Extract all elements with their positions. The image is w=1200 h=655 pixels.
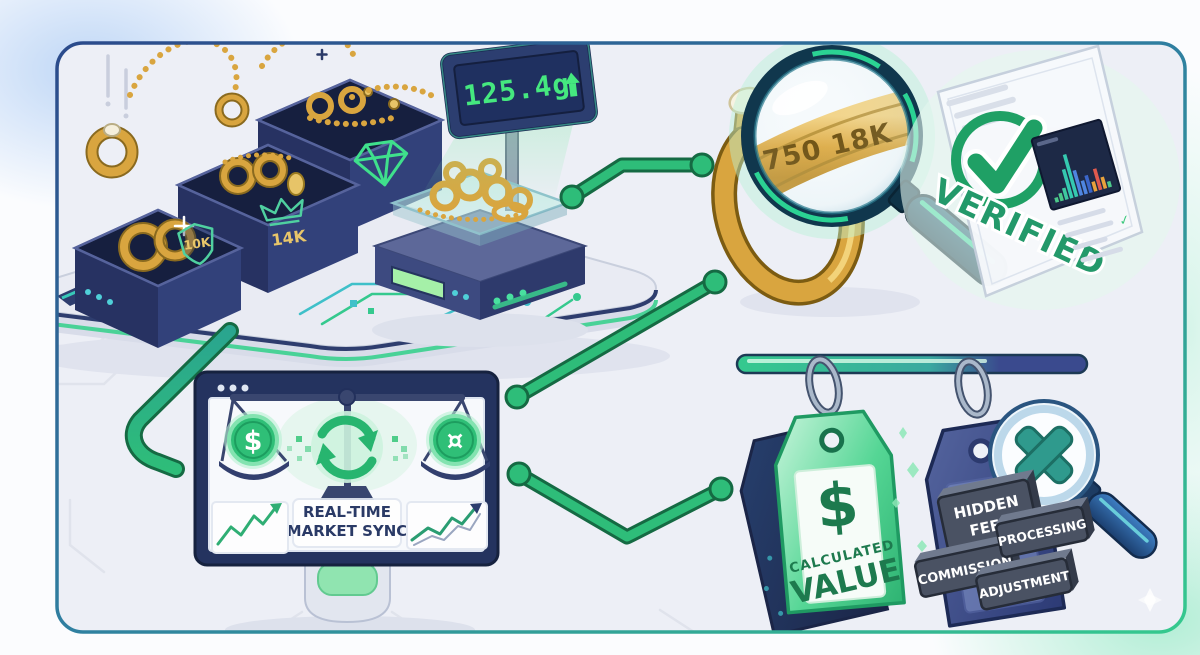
digital-scale: 125.4g [371, 43, 598, 347]
scale-shadow [372, 313, 588, 347]
draped-chain [349, 83, 439, 101]
sparkle-icon-h [1138, 594, 1162, 606]
data-trail-right [392, 436, 408, 461]
hallmark-verification: 750 18K [711, 43, 1008, 317]
scanner-beam [415, 116, 575, 210]
fee-block-adjustment: ADJUSTMENT [975, 548, 1079, 611]
green-sparkles [892, 427, 927, 552]
window-dots-icon [217, 384, 249, 392]
sync-icon [311, 411, 383, 483]
hidden-fees-tag: $ [913, 399, 1158, 628]
gold-coin-symbol: ¤ [447, 426, 464, 456]
data-trail-left [287, 436, 311, 461]
tag-panel [793, 464, 887, 604]
dollar-coin-symbol: $ [244, 426, 263, 457]
hanging-rod [735, 353, 1089, 375]
dollar-coin-icon: $ [224, 411, 282, 469]
verified-card: VERIFIED ✓ [900, 44, 1180, 310]
sync-label-panel [292, 498, 402, 548]
scale-glass-left [393, 203, 480, 246]
price-tag-calculated-value: $ CALCULATED VALUE [729, 407, 906, 632]
monitor-shadow [225, 616, 475, 632]
x-mark [1014, 425, 1074, 485]
spectrum-chart: ✓ [1030, 118, 1132, 263]
market-sync-label-line1: REAL-TIME [303, 503, 391, 521]
trend-up-arrow-icon [564, 72, 580, 97]
x-magnifier-handle [1072, 479, 1158, 559]
jewelry-tray-10k: 10K [71, 208, 245, 348]
balance-pan-right [421, 461, 490, 480]
shield-icon: 10K [177, 222, 214, 266]
magnifier-icon: 750 18K [729, 43, 1008, 287]
fee-block-processing: PROCESSING [995, 496, 1095, 559]
tag-hole [819, 427, 845, 453]
platform-seam [57, 289, 658, 351]
check-icon [951, 111, 1049, 209]
purity-label-14k: 14K [270, 226, 308, 250]
gold-coin-icon: ¤ [426, 411, 484, 469]
card-inner-border [947, 57, 1133, 286]
valuation-rail [735, 353, 1089, 419]
shadow-tag-circuits [763, 555, 784, 616]
canvas-border [55, 41, 1187, 634]
rod-highlight [747, 359, 987, 363]
stand-glow [317, 562, 378, 596]
mini-chart-right [406, 501, 488, 550]
report-check-mark: ✓ [1117, 212, 1132, 229]
scale-lcd [391, 265, 445, 301]
purity-label-10k: 10K [183, 234, 213, 253]
tray1-led-dots [85, 289, 113, 305]
scale-led-teal [452, 290, 469, 300]
tray2-jewelry [219, 152, 305, 196]
market-sync-label-line2: MARKET SYNC [287, 522, 408, 540]
scale-glass-right [480, 203, 567, 246]
market-sync-monitor: $ ¤ [193, 370, 500, 632]
weight-display: 125.4g [440, 43, 598, 140]
balance-fulcrum [338, 388, 356, 406]
canvas-content: 14K 10K [57, 43, 1180, 632]
mini-chart-left [211, 501, 289, 554]
connector-scale-to-verification [559, 152, 715, 210]
scale-vent-glow [492, 281, 568, 310]
lens-highlight [772, 80, 828, 116]
card-report-rows [1057, 208, 1123, 263]
balance-pedestal [320, 486, 374, 500]
tag-dollar-symbol: $ [814, 469, 862, 542]
connector-platform-to-monitor [124, 322, 239, 478]
diamond-icon [353, 139, 409, 187]
sparkle-icon [173, 215, 195, 237]
falling-ring [85, 54, 139, 179]
spectrum-bars [1054, 153, 1112, 203]
crown-icon: 14K [259, 197, 308, 250]
connector-verification-to-monitor [504, 269, 728, 410]
tray1-jewelry [118, 215, 197, 272]
sparkle-marks [316, 48, 328, 61]
balance-pan-left [219, 461, 289, 480]
connector-monitor-to-valuation [506, 461, 734, 545]
platform-glow-stripe [57, 299, 658, 361]
